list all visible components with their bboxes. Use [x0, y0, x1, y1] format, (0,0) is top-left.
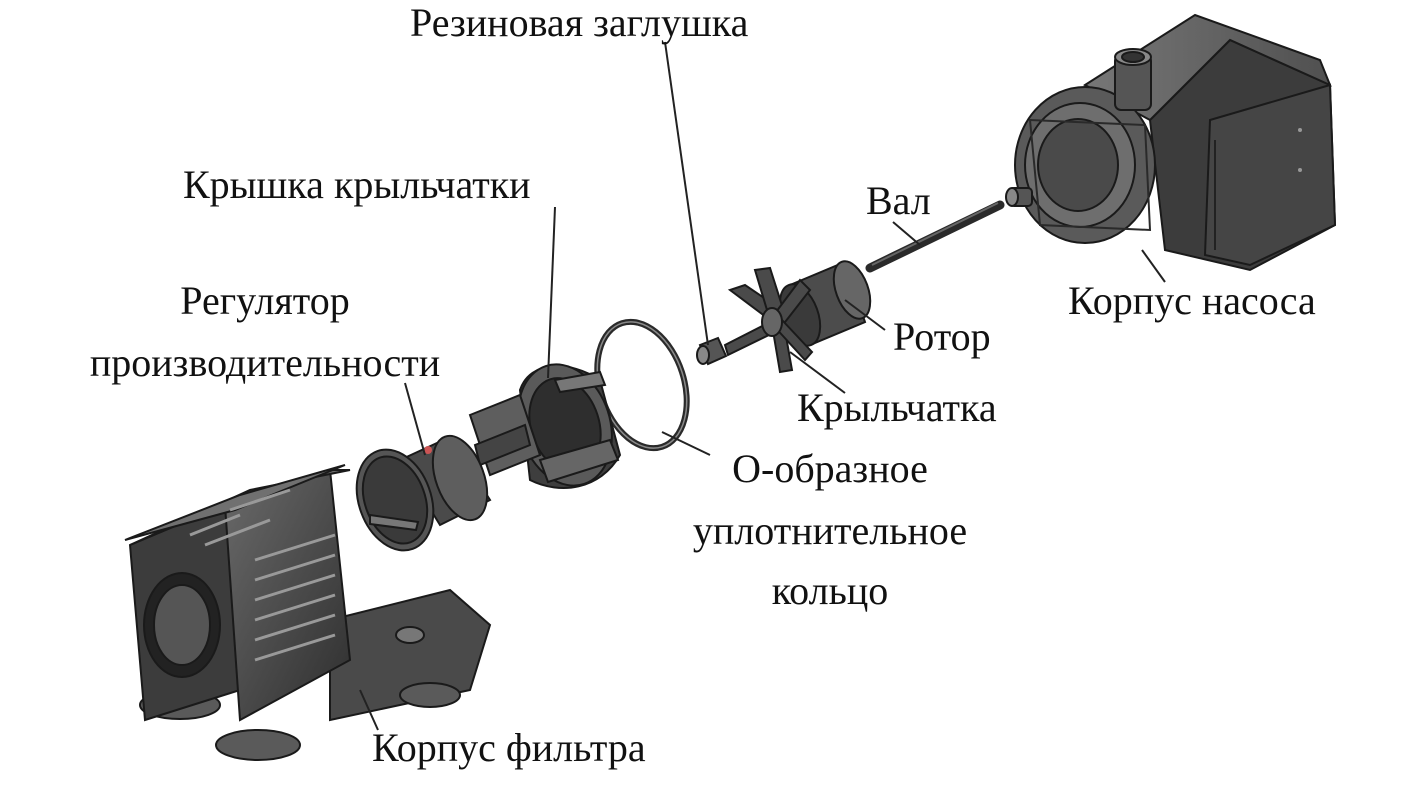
label-impeller-cover: Крышка крыльчатки — [183, 162, 531, 207]
pump-housing-part — [1014, 13, 1337, 272]
label-filter-housing: Корпус фильтра — [372, 725, 646, 770]
rubber-plug-part — [696, 336, 728, 366]
label-o-ring-line3: кольцо — [771, 568, 889, 613]
label-regulator-line2: производительности — [89, 340, 441, 385]
leader-lines — [359, 41, 1166, 731]
label-impeller: Крыльчатка — [797, 385, 997, 430]
label-shaft: Вал — [866, 178, 931, 223]
leader-shaft — [892, 221, 921, 246]
impeller-part — [723, 266, 814, 374]
leader-filter-housing — [359, 689, 379, 731]
flow-regulator-part — [355, 434, 492, 552]
label-rotor: Ротор — [893, 314, 991, 359]
label-o-ring-line2: уплотнительное — [692, 508, 968, 553]
label-regulator-line1: Регулятор — [180, 278, 350, 323]
label-pump-housing: Корпус насоса — [1068, 278, 1316, 323]
leader-o-ring — [661, 431, 711, 456]
label-o-ring-line1: О-образное — [732, 446, 928, 491]
leader-regulator — [404, 382, 426, 456]
shaft-bushing-part — [1005, 187, 1033, 207]
label-rubber-plug: Резиновая заглушка — [410, 0, 749, 45]
leader-impeller-cover — [547, 206, 556, 379]
leader-rubber-plug — [664, 41, 709, 346]
leader-pump-housing — [1141, 249, 1166, 283]
filter-housing-part — [124, 464, 492, 761]
impeller-cover-part — [468, 363, 622, 489]
leader-impeller — [789, 351, 846, 394]
leader-rotor — [844, 299, 886, 331]
shaft-part — [865, 200, 1005, 273]
